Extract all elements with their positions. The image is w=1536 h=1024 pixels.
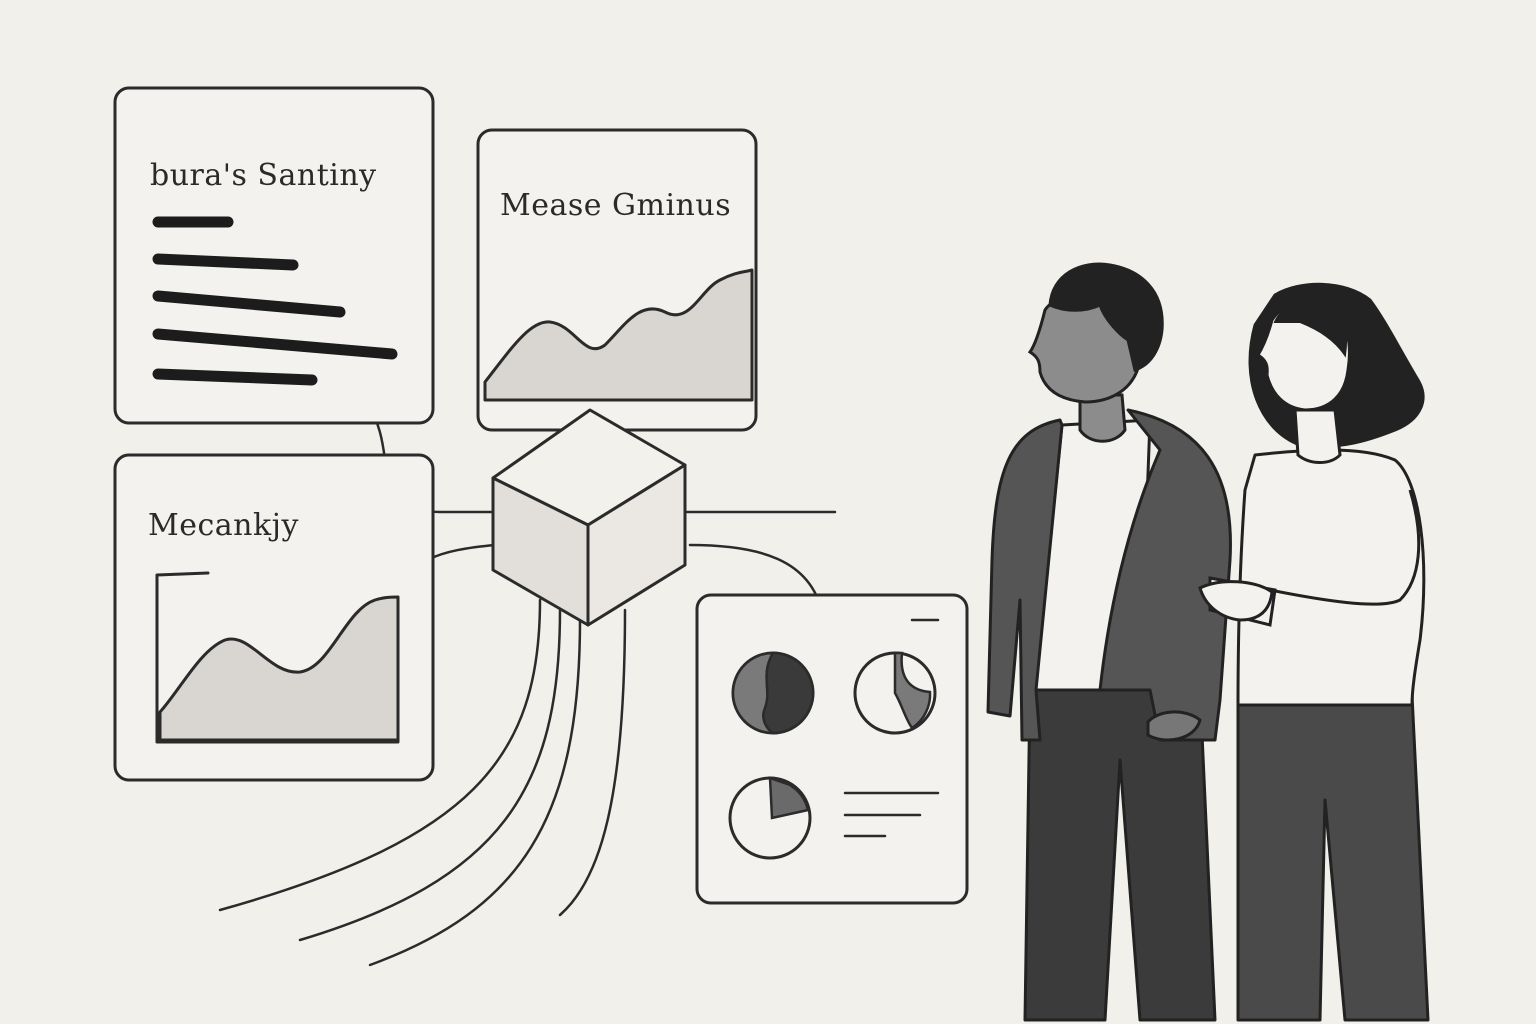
area-chart-top-middle xyxy=(483,268,754,402)
bar-4 xyxy=(152,328,398,360)
panel-title-bottom-left: Mecankjy xyxy=(148,508,299,543)
panel-top-left: bura's Santiny xyxy=(113,86,435,425)
data-cube-icon xyxy=(491,408,687,627)
bar-3 xyxy=(152,290,346,318)
panel-title-top-middle: Mease Gminus xyxy=(500,188,731,223)
pie-chart-icon xyxy=(731,651,815,735)
panel-title-top-left: bura's Santiny xyxy=(150,158,377,193)
panel-bottom-left: Mecankjy xyxy=(113,453,435,782)
bar-5 xyxy=(152,368,318,386)
pie-chart-icon xyxy=(853,651,937,735)
man-figure xyxy=(986,262,1232,1022)
panel-pie-charts xyxy=(695,593,969,905)
bar-2 xyxy=(152,253,299,271)
area-chart-bottom-left xyxy=(158,595,400,742)
woman-figure xyxy=(1198,282,1430,1022)
pie-chart-icon xyxy=(728,776,812,860)
panel-top-middle: Mease Gminus xyxy=(476,128,758,432)
